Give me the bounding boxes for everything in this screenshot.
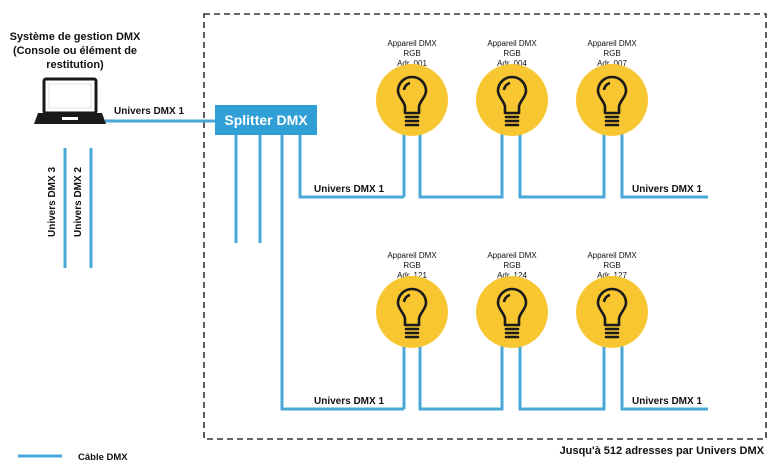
console-title-line-3: restitution) — [46, 59, 104, 71]
cable-row1-feed — [298, 134, 404, 199]
lightbulb-icon — [576, 64, 648, 136]
device-label-line2: RGB — [603, 49, 620, 58]
splitter-box: Splitter DMX — [215, 105, 317, 135]
cable-row2-feed — [280, 134, 404, 411]
device-label-line1: Appareil DMX — [387, 39, 437, 48]
cable-row2-link-1-2 — [418, 346, 504, 411]
lightbulb-icon — [376, 276, 448, 348]
cable-row2-link-2-3 — [518, 346, 606, 411]
cable-label-row2-in: Univers DMX 1 — [314, 396, 384, 407]
lightbulb-icon — [576, 276, 648, 348]
console-title-line-2: (Console ou élément de — [13, 45, 137, 57]
cable-label-univers-2: Univers DMX 2 — [73, 167, 84, 237]
console-title-line-1: Système de gestion DMX — [10, 31, 141, 43]
device-label-line2: RGB — [503, 49, 520, 58]
splitter-label: Splitter DMX — [224, 112, 308, 128]
device-label-line1: Appareil DMX — [487, 39, 537, 48]
legend-label: Câble DMX — [78, 452, 128, 463]
device-label-line1: Appareil DMX — [587, 251, 637, 260]
lightbulb-icon — [476, 276, 548, 348]
lightbulb-icon — [376, 64, 448, 136]
cable-row2-out — [620, 346, 708, 411]
device-label-line2: RGB — [403, 261, 420, 270]
device-label-line2: RGB — [503, 261, 520, 270]
cable-label-row2-out: Univers DMX 1 — [632, 396, 702, 407]
cable-label-row1-out: Univers DMX 1 — [632, 184, 702, 195]
device-label-line1: Appareil DMX — [487, 251, 537, 260]
device-label-line3: Adr. 121 — [397, 271, 427, 280]
device-label-line1: Appareil DMX — [587, 39, 637, 48]
cable-label-univers-3: Univers DMX 3 — [47, 167, 58, 237]
dmx-universe-zone — [203, 13, 767, 440]
device-label-line2: RGB — [403, 49, 420, 58]
console-title: Système de gestion DMX (Console ou éléme… — [10, 31, 141, 71]
device-label-line3: Adr. 004 — [497, 59, 527, 68]
device-label-line3: Adr. 124 — [497, 271, 527, 280]
cable-label-row1-in: Univers DMX 1 — [314, 184, 384, 195]
cable-row1-link-2-3 — [518, 134, 606, 199]
cable-label-console: Univers DMX 1 — [114, 106, 184, 117]
laptop-icon — [34, 77, 106, 124]
device-label-line2: RGB — [603, 261, 620, 270]
device-label-line3: Adr. 127 — [597, 271, 627, 280]
cable-row1-link-1-2 — [418, 134, 504, 199]
lightbulb-icon — [476, 64, 548, 136]
device-label-line1: Appareil DMX — [387, 251, 437, 260]
universe-capacity-note: Jusqu'à 512 adresses par Univers DMX — [560, 445, 765, 457]
device-label-line3: Adr. 007 — [597, 59, 627, 68]
device-label-line3: Adr. 001 — [397, 59, 427, 68]
cable-row1-out — [620, 134, 708, 199]
dmx-cables — [18, 119, 708, 458]
